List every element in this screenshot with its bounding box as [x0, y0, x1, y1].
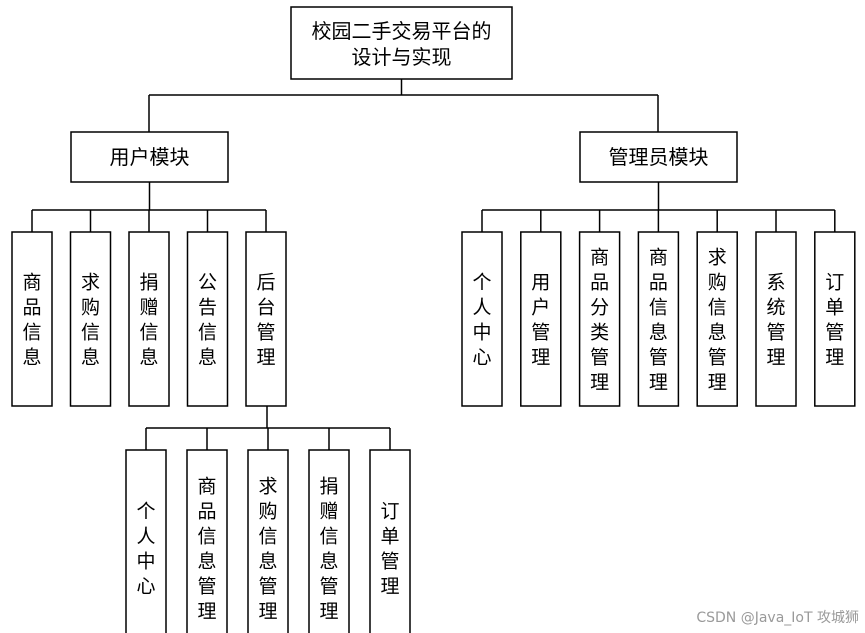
root-connectors [148, 79, 659, 132]
root-title-line-2: 设计与实现 [352, 45, 452, 69]
backend-item-label: 商品信息管理 [197, 476, 216, 623]
backend-item-node: 商品信息管理 [186, 449, 228, 633]
user-module-label: 用户模块 [110, 145, 190, 169]
user-module-node: 用户模块 [70, 131, 229, 183]
user-item-node: 求购信息 [69, 231, 112, 407]
root-title-line-1: 校园二手交易平台的 [312, 19, 492, 43]
backend-item-label: 订单管理 [380, 501, 399, 598]
backend-item-label: 求购信息管理 [258, 476, 277, 623]
admin-item-node: 订单管理 [814, 231, 856, 407]
admin-item-node: 用户管理 [520, 231, 562, 407]
user-module-children: 商品信息 求购信息 捐赠信息 公告信息 后台管理 [11, 182, 287, 407]
admin-item-node: 商品信息管理 [637, 231, 680, 407]
admin-item-node: 求购信息管理 [696, 231, 738, 407]
user-item-node: 公告信息 [186, 231, 229, 407]
admin-item-node: 商品分类管理 [578, 231, 621, 407]
user-item-node: 捐赠信息 [128, 231, 170, 407]
user-item-label: 公告信息 [198, 272, 217, 369]
admin-item-label: 商品信息管理 [649, 247, 668, 394]
admin-item-label: 求购信息管理 [708, 247, 727, 394]
admin-module-label: 管理员模块 [609, 145, 709, 169]
backend-item-label: 捐赠信息管理 [319, 476, 338, 623]
admin-item-label: 商品分类管理 [590, 247, 609, 394]
admin-item-node: 系统管理 [755, 231, 797, 407]
admin-item-label: 订单管理 [825, 272, 844, 369]
watermark: CSDN @Java_IoT 攻城狮 [696, 610, 859, 626]
root-node: 校园二手交易平台的 设计与实现 [290, 6, 513, 80]
admin-item-label: 个人中心 [472, 272, 491, 369]
backend-item-node: 订单管理 [369, 449, 411, 633]
backend-children: 个人中心 商品信息管理 求购信息管理 捐赠信息管理 订单管理 [125, 406, 411, 633]
user-item-node: 后台管理 [245, 231, 287, 407]
user-item-label: 求购信息 [81, 272, 100, 369]
user-item-node: 商品信息 [11, 231, 53, 407]
backend-item-label: 个人中心 [136, 501, 155, 598]
backend-item-node: 求购信息管理 [247, 449, 289, 633]
admin-module-children: 个人中心 用户管理 商品分类管理 商品信息管理 求购信息管理 系统管理 订单管理 [461, 182, 856, 407]
admin-item-node: 个人中心 [461, 231, 503, 407]
admin-module-node: 管理员模块 [579, 131, 738, 183]
user-item-label: 后台管理 [256, 272, 275, 369]
admin-item-label: 用户管理 [531, 272, 550, 369]
admin-item-label: 系统管理 [766, 272, 785, 369]
backend-item-node: 捐赠信息管理 [308, 449, 350, 633]
user-item-label: 捐赠信息 [139, 272, 158, 369]
user-item-label: 商品信息 [22, 272, 41, 369]
backend-item-node: 个人中心 [125, 449, 167, 633]
